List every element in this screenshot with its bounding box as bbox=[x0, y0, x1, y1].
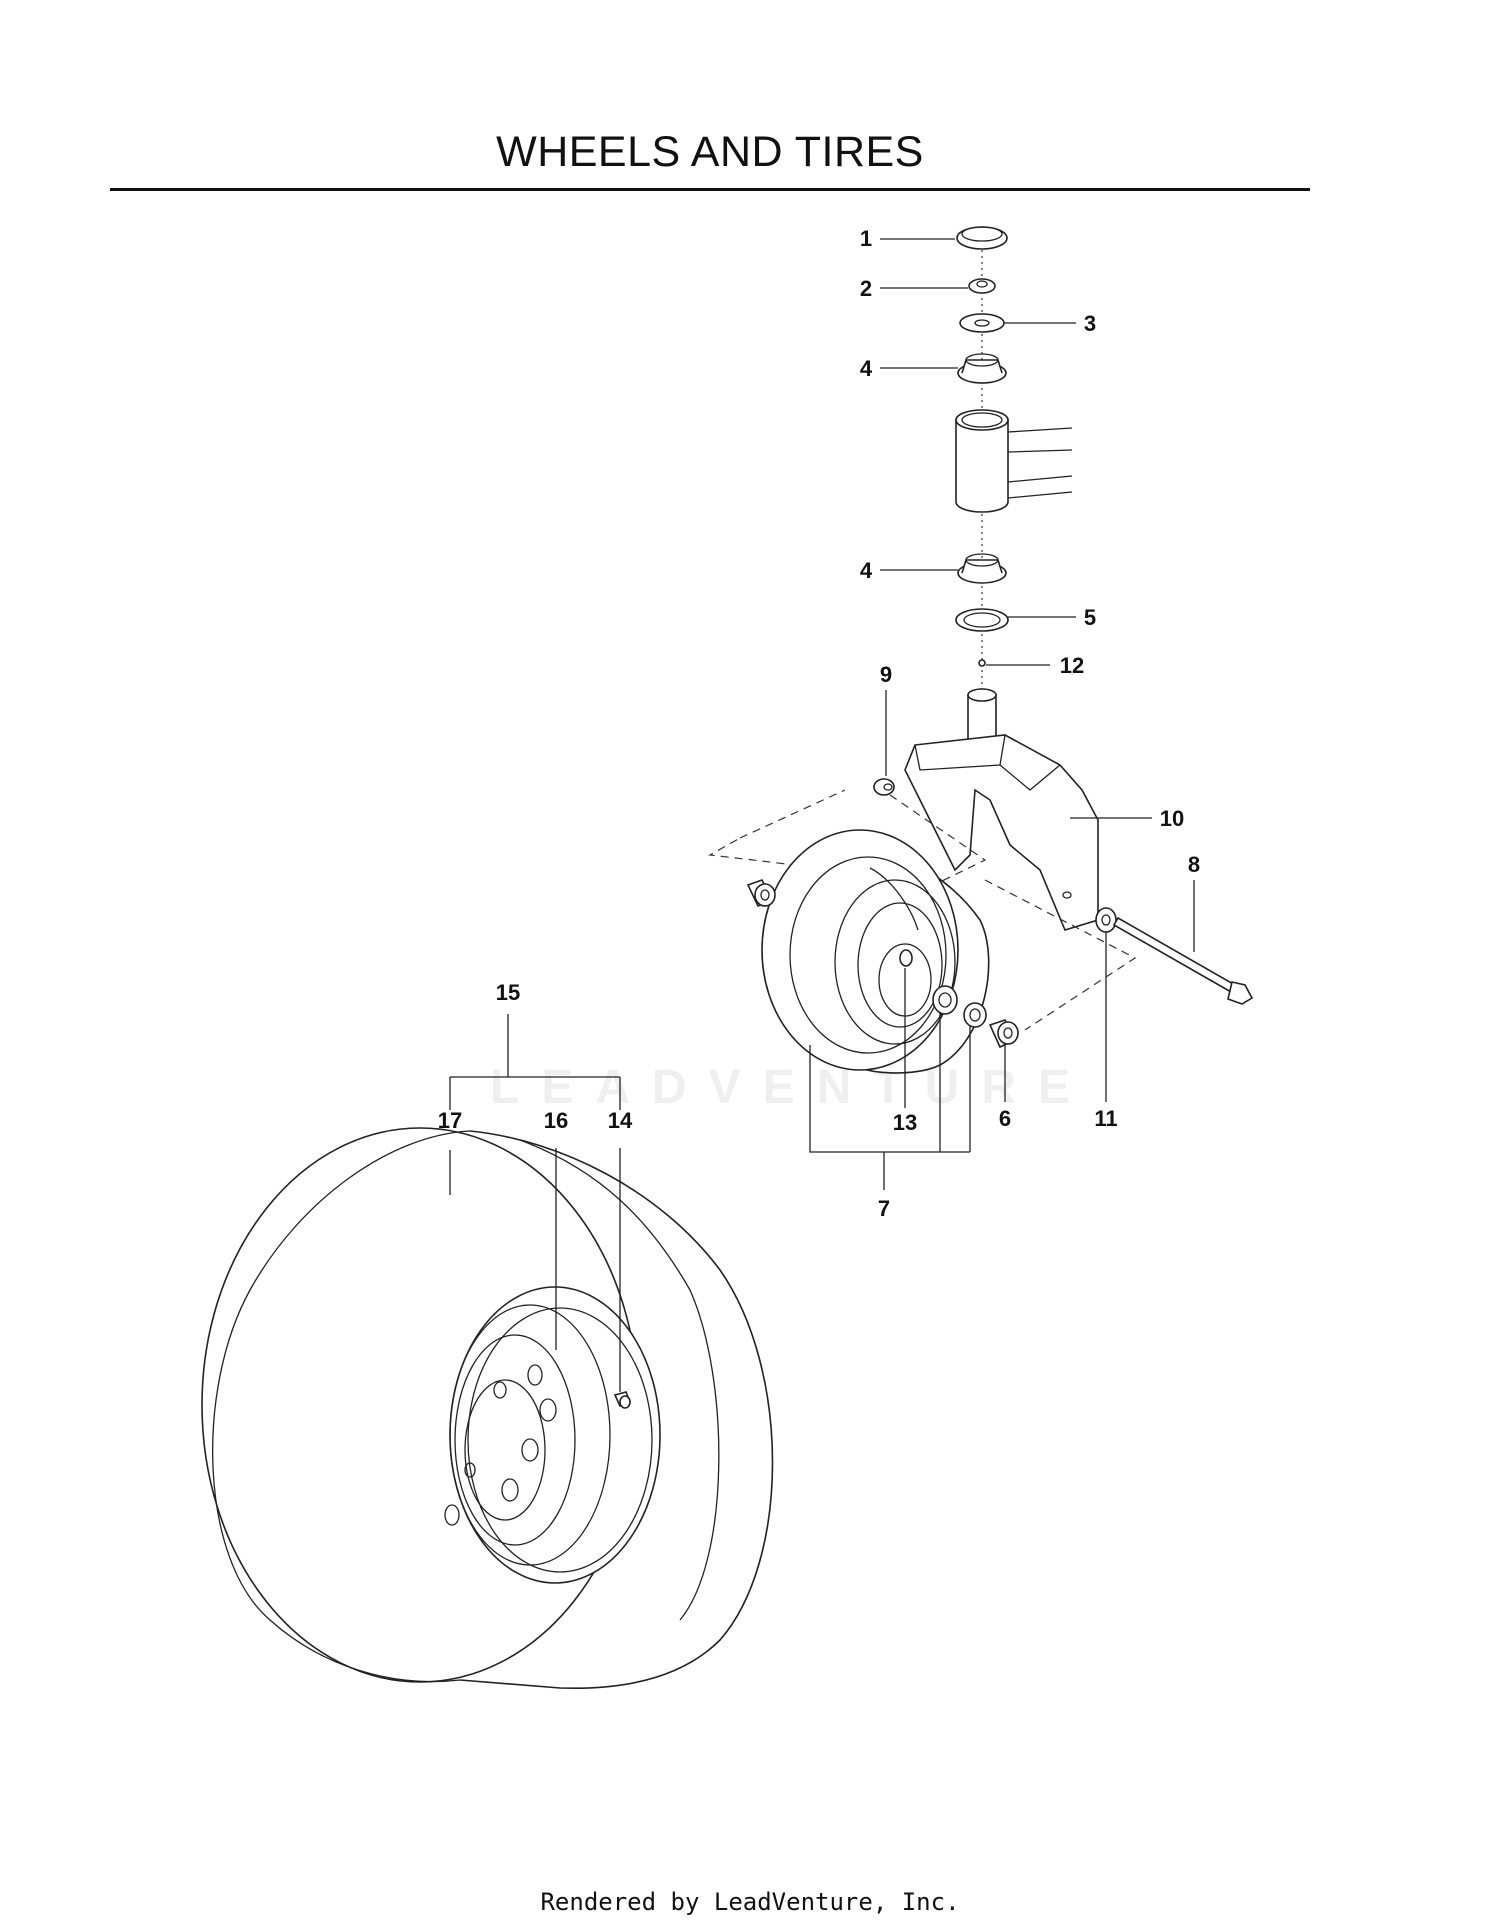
caster-wheel-part bbox=[761, 829, 990, 1074]
spindle-housing-part bbox=[955, 409, 1073, 513]
bearing-top-part bbox=[957, 353, 1007, 384]
assembly-dash-upper-b bbox=[739, 789, 846, 839]
spacer-left-part bbox=[746, 879, 776, 908]
callout-17: 17 bbox=[438, 1108, 462, 1133]
callout-13: 13 bbox=[893, 1110, 917, 1135]
callout-16: 16 bbox=[544, 1108, 568, 1133]
callout-7: 7 bbox=[878, 1196, 890, 1221]
callout-4-bottom: 4 bbox=[860, 558, 873, 583]
callout-9: 9 bbox=[880, 662, 892, 687]
dust-cap-part bbox=[956, 226, 1008, 250]
callout-2: 2 bbox=[860, 276, 872, 301]
wheel-bearing-part bbox=[932, 985, 958, 1015]
callout-8: 8 bbox=[1188, 852, 1200, 877]
callout-10: 10 bbox=[1160, 806, 1184, 831]
bearing-bottom-part bbox=[957, 553, 1007, 584]
caster-fork-part bbox=[904, 688, 1099, 931]
leader-lines bbox=[449, 238, 1195, 1392]
callout-11: 11 bbox=[1094, 1106, 1117, 1131]
nut-part bbox=[968, 278, 996, 294]
assembly-dash-upper bbox=[708, 794, 987, 883]
callout-4-top: 4 bbox=[860, 356, 873, 381]
axle-washer-part bbox=[1095, 907, 1117, 933]
callout-12: 12 bbox=[1060, 653, 1084, 678]
footer-credit: Rendered by LeadVenture, Inc. bbox=[540, 1888, 960, 1916]
callout-3: 3 bbox=[1084, 311, 1096, 336]
watermark-text: LEADVENTURE bbox=[490, 1061, 1093, 1114]
grease-fitting-part bbox=[978, 659, 986, 667]
callout-6: 6 bbox=[999, 1106, 1011, 1131]
page-title: WHEELS AND TIRES bbox=[496, 128, 924, 176]
bearing-spacer-part bbox=[963, 1002, 987, 1028]
washer-part bbox=[959, 313, 1005, 333]
callout-1: 1 bbox=[860, 226, 872, 251]
assembly-dash-lower bbox=[984, 879, 1137, 1031]
lock-nut-part bbox=[873, 778, 895, 796]
axle-bolt-part bbox=[1112, 916, 1254, 1005]
seal-ring-part bbox=[955, 608, 1009, 632]
callout-5: 5 bbox=[1084, 605, 1096, 630]
title-rule bbox=[110, 188, 1310, 191]
callout-15: 15 bbox=[496, 980, 520, 1005]
spacer-right-part bbox=[988, 1019, 1019, 1049]
drive-tire-part bbox=[201, 1127, 774, 1690]
callout-14: 14 bbox=[608, 1108, 633, 1133]
